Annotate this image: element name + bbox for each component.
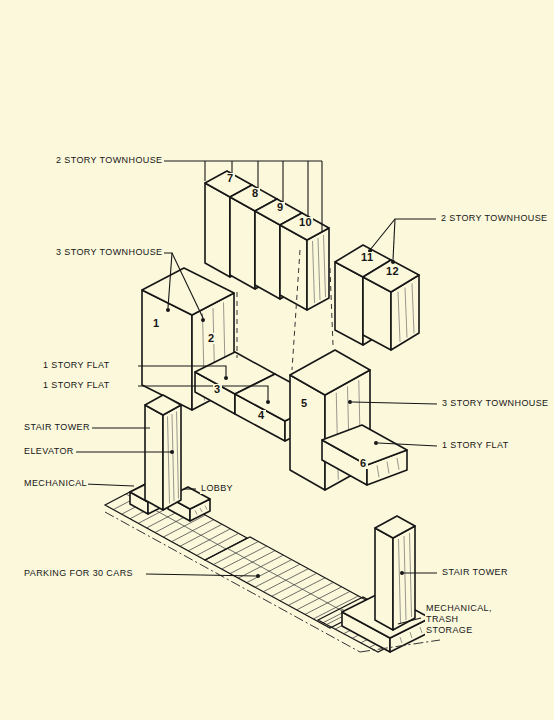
shade-stroke (410, 632, 412, 638)
unit-number: 12 (385, 266, 400, 277)
shade-stroke (172, 414, 174, 501)
callout-label: ELEVATOR (23, 446, 75, 457)
shade-stroke (195, 511, 197, 515)
callout-label: MECHANICAL, TRASH STORAGE (425, 603, 507, 636)
callout-label: 1 STORY FLAT (441, 440, 510, 451)
shade-stroke (412, 283, 414, 333)
shade-stroke (399, 539, 401, 623)
mass-roof (375, 516, 415, 538)
dashed-guides (105, 250, 440, 652)
callout-label: 1 STORY FLAT (42, 380, 111, 391)
unit-number: 11 (360, 252, 374, 263)
callout-label: STAIR TOWER (23, 422, 91, 433)
mass-roof (145, 395, 181, 415)
callout-label: 1 STORY FLAT (42, 360, 111, 371)
leader-lines (76, 161, 437, 624)
shade-stroke (420, 627, 422, 633)
building-masses (130, 171, 430, 652)
unit-number: 1 (152, 318, 161, 329)
shade-stroke (205, 506, 207, 510)
shade-stroke (400, 637, 402, 643)
unit-number: 9 (276, 202, 285, 213)
callout-label: 2 STORY TOWNHOUSE (55, 155, 164, 166)
unit-number: 6 (359, 458, 368, 469)
mass-face (255, 211, 280, 299)
shade-stroke (324, 235, 326, 297)
unit-number: 2 (207, 333, 216, 344)
callout-label: LOBBY (200, 483, 234, 494)
mass-roof (363, 260, 419, 292)
unit-number: 5 (300, 398, 309, 409)
shade-stroke (397, 458, 399, 470)
shade-stroke (377, 465, 379, 477)
shade-stroke (177, 412, 179, 499)
callout-label: 3 STORY TOWNHOUSE (441, 398, 550, 409)
shade-stroke (410, 533, 412, 617)
callout-label: 3 STORY TOWNHOUSE (55, 247, 164, 258)
shade-stroke (313, 241, 315, 303)
mass-face (393, 526, 415, 630)
unit-number: 10 (298, 217, 313, 228)
parking-aisle (228, 549, 353, 617)
callout-label: STAIR TOWER (441, 567, 509, 578)
mass-face (205, 183, 230, 277)
shade-stroke (398, 292, 400, 342)
mass-face (307, 228, 329, 310)
mass-face (163, 405, 181, 510)
shade-stroke (200, 508, 202, 512)
unit-number: 8 (251, 188, 260, 199)
unit-number: 4 (257, 410, 266, 421)
callout-label: PARKING FOR 30 CARS (23, 568, 134, 579)
mass-roof (290, 350, 370, 395)
unit-number: 7 (226, 173, 235, 184)
shade-stroke (168, 417, 170, 504)
shade-stroke (387, 462, 389, 474)
leader-dots (166, 176, 404, 578)
mass-face (375, 528, 393, 630)
shade-stroke (318, 238, 320, 300)
unit-number: 3 (213, 384, 222, 395)
shade-stroke (405, 288, 407, 338)
shade-stroke (404, 536, 406, 620)
mass-face (230, 197, 255, 289)
mass-face (145, 405, 163, 510)
callout-label: 2 STORY TOWNHOUSE (440, 213, 549, 224)
mass-roof (142, 268, 234, 315)
callout-label: MECHANICAL (23, 478, 88, 489)
